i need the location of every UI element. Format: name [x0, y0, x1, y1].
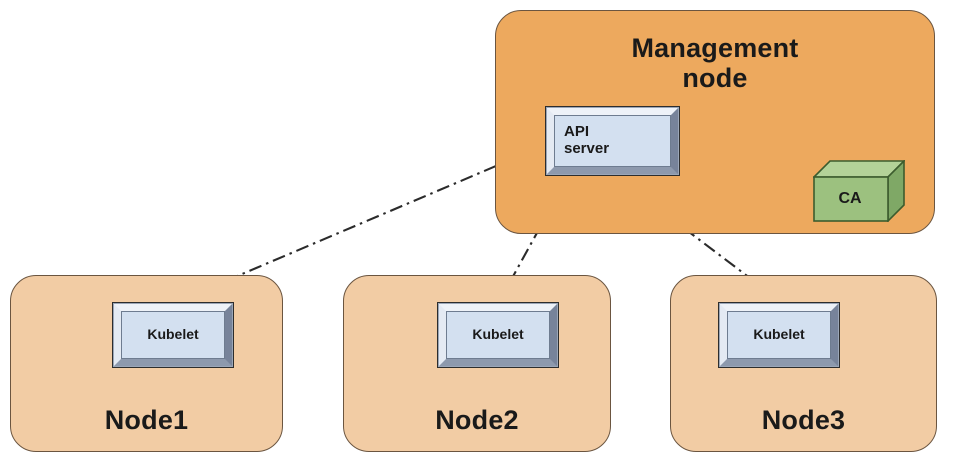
worker-node-3-label: Node3: [761, 404, 846, 435]
kubelet-box-node-1[interactable]: Kubelet: [112, 302, 234, 368]
api-server-box[interactable]: API server: [545, 106, 680, 176]
ca-cuboid-icon: [813, 160, 905, 222]
worker-node-2-label: Node2: [435, 404, 519, 435]
kubelet-label-node-2: Kubelet: [472, 326, 524, 343]
kubelet-face-node-1: Kubelet: [121, 311, 225, 359]
management-node-label: Management node: [631, 33, 799, 94]
kubelet-label-node-3: Kubelet: [753, 326, 805, 343]
kubelet-face-node-3: Kubelet: [727, 311, 831, 359]
api-server-label: API server: [564, 123, 610, 157]
kubelet-box-node-3[interactable]: Kubelet: [718, 302, 840, 368]
kubelet-face-node-2: Kubelet: [446, 311, 550, 359]
ca-box[interactable]: CA: [813, 160, 905, 222]
ca-label: CA: [838, 190, 862, 207]
api-server-face: API server: [554, 115, 671, 167]
kubelet-box-node-2[interactable]: Kubelet: [437, 302, 559, 368]
worker-node-1-label: Node1: [104, 404, 189, 435]
kubelet-label-node-1: Kubelet: [147, 326, 199, 343]
